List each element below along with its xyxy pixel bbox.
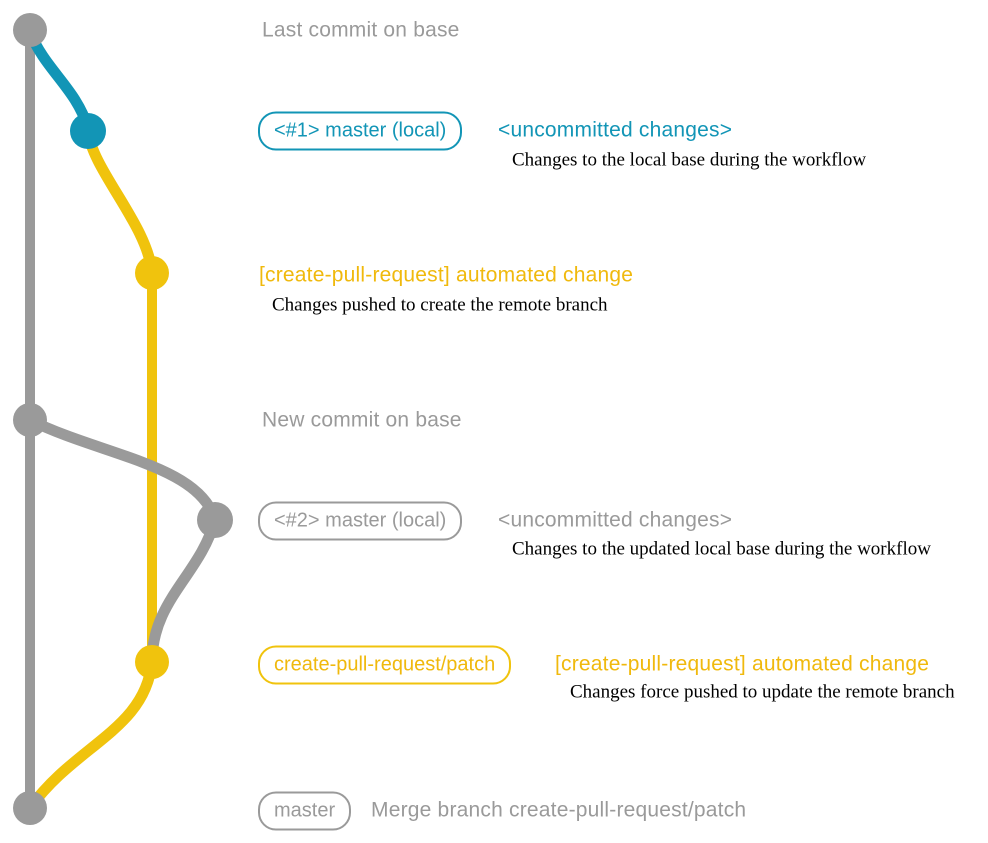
commit-node-base-top [13,13,47,47]
commit2-heading: <uncommitted changes> [498,508,733,532]
remote-branch-curve-top [82,125,158,279]
push2-description: Changes force pushed to update the remot… [570,681,955,703]
commit1-badge: <#1> master (local) [258,111,463,151]
push2-heading: [create-pull-request] automated change [555,652,930,676]
merge-badge-label: master [258,791,352,831]
commit2-badge: <#2> master (local) [258,501,463,541]
commit-node-uncommitted-2 [197,502,233,538]
commit-node-merge [13,791,47,825]
merge-label: Merge branch create-pull-request/patch [371,798,747,822]
push1-heading: [create-pull-request] automated change [259,263,634,287]
commit1-description: Changes to the local base during the wor… [512,149,867,171]
new-commit-label: New commit on base [262,408,462,432]
push1-description: Changes pushed to create the remote bran… [272,294,608,316]
commit-node-uncommitted-1 [70,113,106,149]
commit-graph [13,13,233,825]
patch-branch-badge: create-pull-request/patch [258,645,512,685]
base-to-commit2-curve [24,414,221,526]
commit1-badge-label: <#1> master (local) [258,111,463,151]
commit2-description: Changes to the updated local base during… [512,538,931,560]
uncommitted-branch-curve-1 [24,26,94,134]
patch-branch-badge-label: create-pull-request/patch [258,645,512,685]
commit-node-patch-1 [135,256,169,290]
commit-node-base-new [13,403,47,437]
remote-branch-merge-curve [24,656,158,814]
commit2-to-patch-curve [146,514,221,668]
last-commit-label: Last commit on base [262,18,460,42]
commit-node-patch-2 [135,645,169,679]
commit1-heading: <uncommitted changes> [498,118,733,142]
merge-badge: master [258,791,352,831]
commit2-badge-label: <#2> master (local) [258,501,463,541]
